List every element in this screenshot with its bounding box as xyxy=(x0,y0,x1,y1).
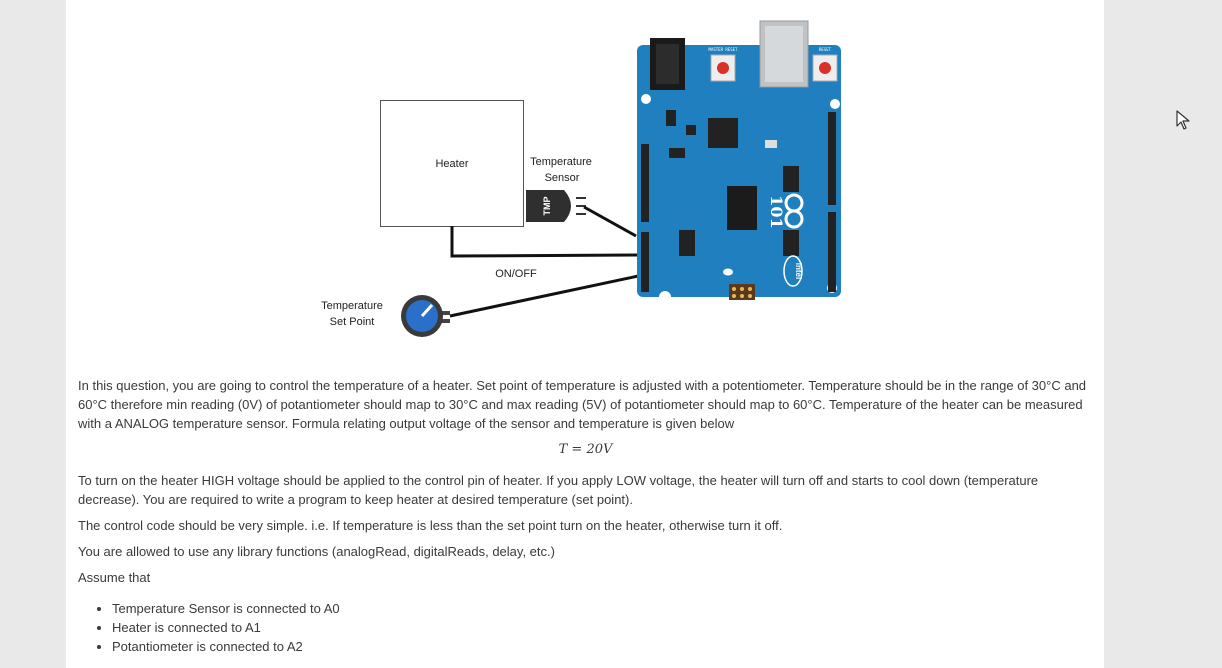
library-functions-paragraph: You are allowed to use any library funct… xyxy=(78,544,555,559)
control-code-paragraph: The control code should be very simple. … xyxy=(78,518,783,533)
setpoint-label-1: Temperature xyxy=(321,300,383,312)
question-text: In this question, you are going to contr… xyxy=(78,376,1093,656)
formula: T = 20V xyxy=(558,442,613,457)
temp-sensor-label-1: Temperature xyxy=(530,156,592,168)
pot-wire xyxy=(449,273,644,318)
tmp-label: TMP xyxy=(542,197,552,216)
circuit-diagram: Heater Temperature Sensor TMP ON/OFF Tem… xyxy=(321,20,841,337)
heater-label: Heater xyxy=(435,158,468,170)
list-item: Temperature Sensor is connected to A0 xyxy=(112,599,1093,618)
board-model-label: 101 xyxy=(767,195,786,228)
arduino-101-board: MASTER RESET RESET xyxy=(637,20,841,303)
intel-label: intel xyxy=(794,263,803,279)
arduino-logo-icon xyxy=(784,193,804,229)
list-item: Potantiometer is connected to A2 xyxy=(112,637,1093,656)
intel-logo-icon: intel xyxy=(783,255,803,287)
master-reset-button xyxy=(710,54,736,82)
temp-sensor-label-2: Sensor xyxy=(545,172,580,184)
sensor-wire xyxy=(583,205,637,238)
question-page: Heater Temperature Sensor TMP ON/OFF Tem… xyxy=(66,0,1104,668)
reset-button xyxy=(812,54,838,82)
intro-paragraph: In this question, you are going to contr… xyxy=(78,378,1087,431)
heater-control-paragraph: To turn on the heater HIGH voltage shoul… xyxy=(78,473,1039,507)
reset-label: RESET xyxy=(819,47,832,52)
potentiometer-icon xyxy=(401,295,450,337)
master-reset-label: MASTER RESET xyxy=(709,47,738,52)
list-item: Heater is connected to A1 xyxy=(112,618,1093,637)
tmp-sensor-icon: TMP xyxy=(526,190,586,222)
assume-paragraph: Assume that xyxy=(78,570,151,585)
heater-wire xyxy=(450,226,643,258)
heater-box xyxy=(380,100,524,227)
setpoint-label-2: Set Point xyxy=(330,316,375,328)
onoff-label: ON/OFF xyxy=(495,268,537,280)
assumption-list: Temperature Sensor is connected to A0 He… xyxy=(78,599,1093,656)
arrow-cursor-icon xyxy=(1176,110,1190,130)
